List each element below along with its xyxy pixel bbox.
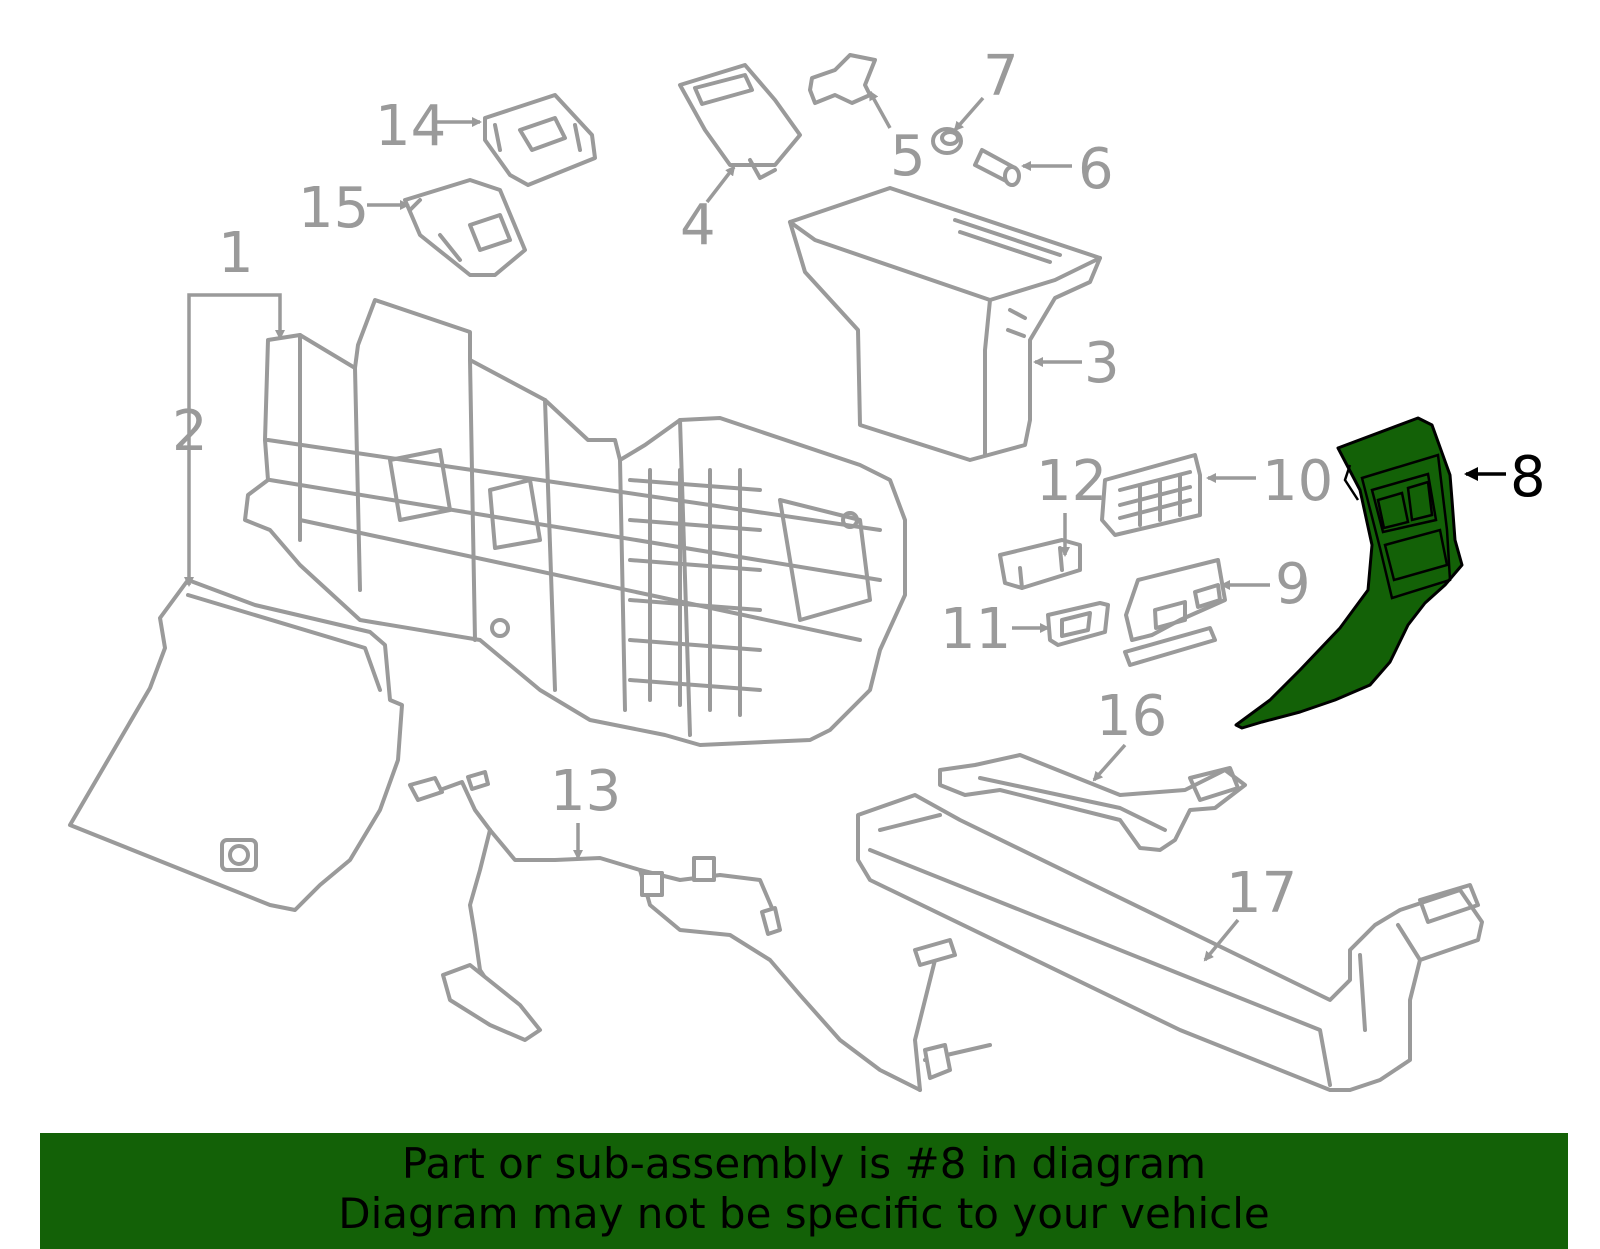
callout-8: 8: [1510, 445, 1546, 510]
callout-12: 12: [1036, 449, 1107, 514]
callout-9: 9: [1275, 552, 1311, 617]
banner-line-2: Diagram may not be specific to your vehi…: [338, 1189, 1270, 1238]
part-1-console-frame[interactable]: [243, 298, 907, 747]
callout-11: 11: [940, 597, 1011, 662]
callout-16: 16: [1096, 684, 1167, 749]
part-11-switch[interactable]: [1046, 601, 1110, 647]
part-4-cover[interactable]: [678, 63, 802, 180]
banner-line-1: Part or sub-assembly is #8 in diagram: [401, 1139, 1207, 1188]
info-banner: Part or sub-assembly is #8 in diagram Di…: [40, 1133, 1568, 1249]
callout-5: 5: [890, 124, 926, 189]
part-9-control-panel[interactable]: [1123, 558, 1227, 667]
part-13-wiring-harness[interactable]: [408, 770, 992, 1092]
callout-1: 1: [218, 221, 254, 286]
part-14-module[interactable]: [483, 93, 597, 187]
callout-3: 3: [1084, 331, 1120, 396]
callout-14: 14: [375, 94, 446, 159]
part-16-duct[interactable]: [938, 753, 1247, 852]
part-5-clip[interactable]: [808, 53, 877, 105]
part-10-vent[interactable]: [1100, 453, 1202, 537]
callout-13: 13: [550, 759, 621, 824]
part-17-duct[interactable]: [856, 793, 1484, 1092]
callout-4: 4: [680, 193, 716, 258]
part-6-cylinder[interactable]: [973, 148, 1021, 187]
callout-17: 17: [1226, 861, 1297, 926]
part-7-plug[interactable]: [931, 127, 963, 155]
part-15-bracket[interactable]: [403, 178, 527, 277]
callout-labels: 1 2 3 4 5 6 7 8 9 10 11 12 13 14 15 16 1…: [172, 44, 1546, 926]
leader-lines: [184, 90, 1506, 962]
part-8-trim-panel[interactable]: [1234, 416, 1464, 730]
part-12-connector[interactable]: [998, 538, 1082, 590]
callout-10: 10: [1262, 449, 1333, 514]
callout-7: 7: [983, 44, 1019, 109]
part-3-bin[interactable]: [788, 186, 1102, 462]
part-2-side-panel[interactable]: [68, 578, 404, 912]
callout-6: 6: [1078, 137, 1114, 202]
callout-15: 15: [298, 176, 369, 241]
callout-2: 2: [172, 399, 208, 464]
